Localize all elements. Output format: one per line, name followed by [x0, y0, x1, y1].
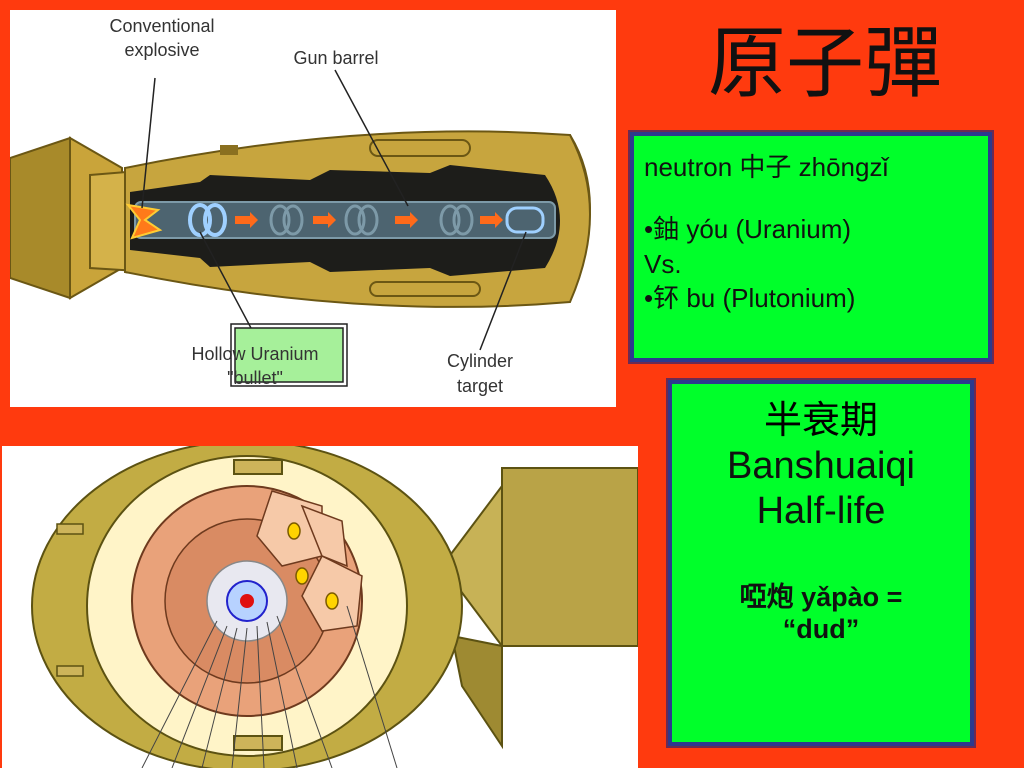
top-lug: [220, 145, 238, 155]
tail-fin-lower: [450, 634, 503, 750]
dud-line1: 啞炮 yǎpào =: [739, 581, 903, 612]
vocab-versus: Vs.: [644, 248, 682, 279]
explosive-flash: [125, 203, 163, 240]
halflife-chinese: 半衰期: [763, 398, 878, 442]
halflife-pinyin: Banshuaiqi: [726, 444, 916, 487]
wiring-lines: [141, 605, 398, 768]
vocab-spacer: [644, 184, 978, 212]
tail-fin: [440, 483, 503, 649]
detonators: [287, 522, 339, 610]
top-slot: [369, 139, 471, 157]
vocab-uranium: •鈾 yóu (Uranium): [644, 214, 852, 245]
side-lug-upper: [56, 523, 84, 535]
top-lug: [233, 459, 283, 475]
label-bullet-line1: Hollow Uranium: [191, 344, 318, 364]
cylinder-target: [505, 206, 545, 234]
label-explosive-line1: Conventional: [109, 16, 214, 36]
halflife-box: 半衰期 Banshuaiqi Half-life 啞炮 yǎpào = “dud…: [668, 380, 974, 746]
bullet-label-frame: [230, 323, 348, 387]
uranium-bullet: [188, 203, 227, 237]
halflife-english: Half-life: [756, 490, 886, 533]
bottom-lug: [233, 735, 283, 751]
label-target-line1: Cylinder: [447, 351, 513, 371]
bullet-label-highlight: [234, 327, 344, 383]
vocab-plutonium: •钚 bu (Plutonium): [644, 282, 856, 313]
tail-box: [501, 467, 638, 647]
dud-line2: “dud”: [782, 614, 860, 645]
leader-lines: [141, 69, 527, 351]
label-gun-barrel: Gun barrel: [293, 48, 378, 68]
implosion-bomb-diagram: [2, 446, 638, 768]
direction-arrows: [235, 212, 503, 228]
implosion-bomb-illustration: [31, 446, 638, 768]
tail-fin-side: [10, 136, 71, 300]
gun-bomb-illustration: Conventional explosive Gun barrel Hollow…: [10, 16, 591, 396]
vocab-neutron: neutron 中子 zhōngzǐ: [644, 152, 889, 182]
initiator: [240, 594, 254, 608]
vocabulary-box: neutron 中子 zhōngzǐ •鈾 yóu (Uranium) Vs. …: [630, 132, 992, 362]
side-lug-lower: [56, 665, 84, 677]
page-title: 原子彈: [707, 19, 942, 109]
label-explosive-line2: explosive: [124, 40, 199, 60]
bottom-slot: [369, 281, 481, 297]
barrel-rings: [269, 204, 474, 236]
label-target-line2: target: [457, 376, 503, 396]
gun-type-bomb-diagram: Conventional explosive Gun barrel Hollow…: [10, 10, 616, 407]
label-bullet-line2: "bullet": [227, 368, 283, 388]
